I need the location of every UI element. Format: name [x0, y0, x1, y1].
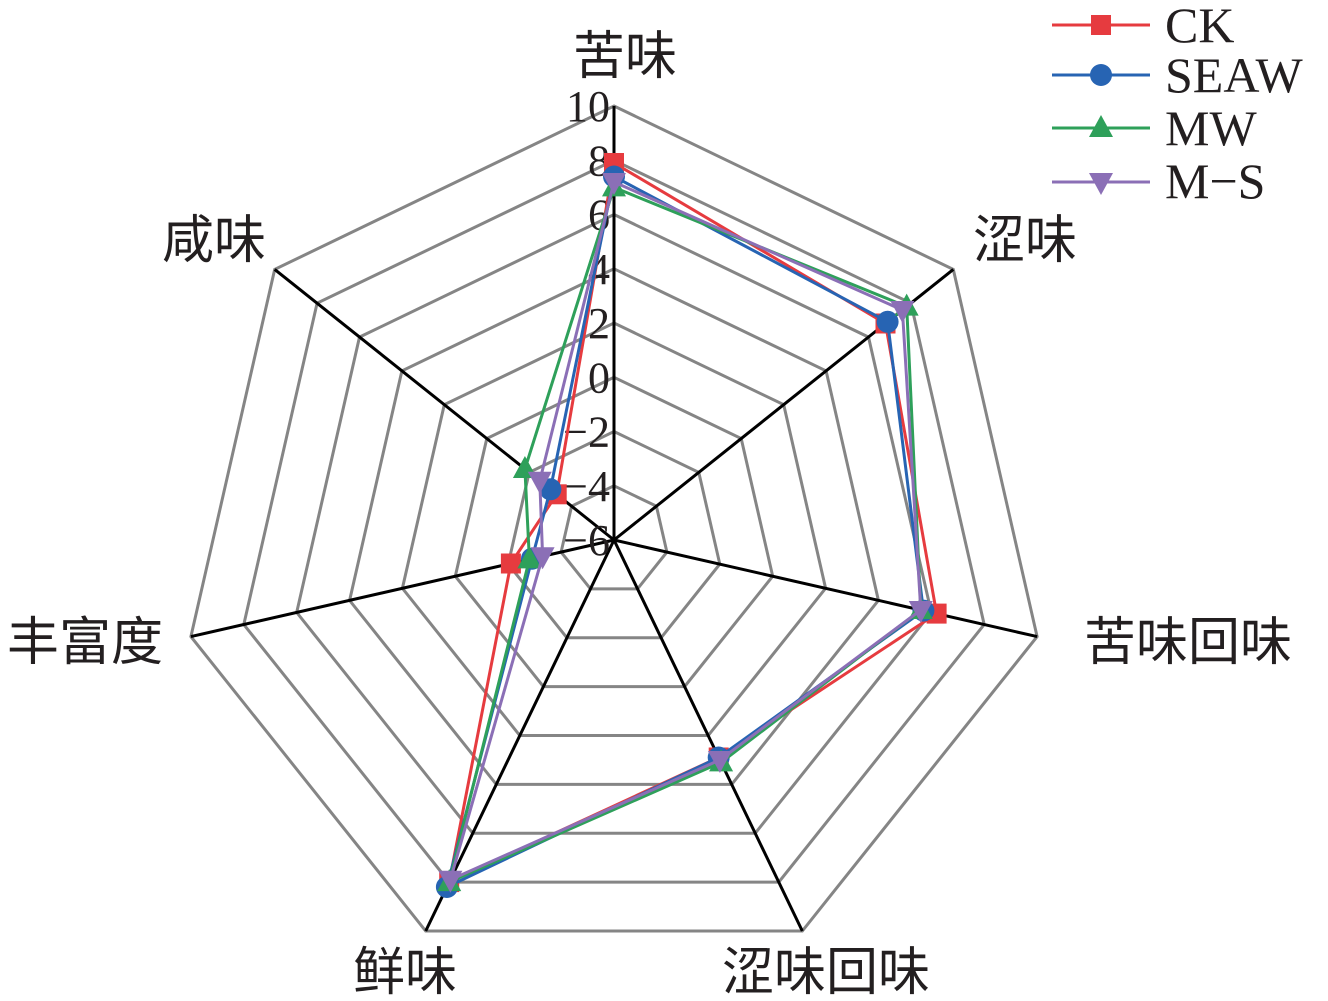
data-point	[602, 172, 626, 195]
legend-item-seaw: SEAW	[1052, 47, 1303, 103]
axis-label-bitter-aftertaste: 苦味回味	[1084, 613, 1292, 673]
legend-marker-ck	[1091, 15, 1111, 35]
legend-item-mw: MW	[1052, 100, 1257, 156]
axis-spoke	[612, 539, 804, 932]
data-point	[908, 601, 933, 624]
legend-marker-mw	[1089, 115, 1113, 137]
series-ck	[439, 153, 947, 893]
legend-marker-seaw	[1090, 64, 1112, 86]
tick-label: −6	[563, 516, 610, 565]
legend-label-m-s: M−S	[1165, 153, 1265, 209]
series-seaw	[435, 165, 935, 898]
grid-ring	[189, 104, 1039, 933]
axis-label-astringency: 涩味	[973, 211, 1077, 271]
data-point	[530, 547, 555, 570]
axis-label-richness: 丰富度	[7, 613, 163, 673]
legend-marker-m-s	[1089, 173, 1113, 195]
legend-label-ck: CK	[1165, 0, 1234, 53]
radar-grid	[189, 104, 1039, 933]
data-point	[876, 310, 899, 333]
grid-ring	[559, 484, 669, 591]
data-point	[890, 300, 915, 323]
data-point	[707, 750, 732, 773]
radar-series	[435, 153, 947, 898]
grid-ring	[242, 158, 986, 884]
grid-ring	[453, 375, 775, 689]
tick-label: 10	[566, 82, 610, 131]
axis-spoke	[424, 539, 616, 932]
legend-label-mw: MW	[1165, 100, 1257, 156]
data-point	[527, 471, 552, 494]
grid-ring	[400, 321, 828, 737]
axis-label-saltiness: 咸味	[162, 211, 266, 271]
legend: CK SEAW MW M−S	[1052, 0, 1303, 209]
series-line	[447, 185, 923, 884]
grid-ring	[347, 267, 881, 786]
legend-item-ck: CK	[1052, 0, 1234, 53]
tick-label: 0	[588, 353, 610, 402]
axis-label-bitterness: 苦味	[573, 27, 677, 87]
data-point	[438, 870, 463, 893]
axis-labels: 苦味 涩味 苦味回味 涩味回味 鲜味 丰富度 咸味	[7, 27, 1292, 1001]
tick-label: −4	[563, 462, 610, 511]
series-line	[448, 180, 923, 882]
data-point	[517, 546, 542, 569]
axis-spoke	[613, 538, 1038, 639]
legend-label-seaw: SEAW	[1165, 47, 1303, 103]
legend-item-m-s: M−S	[1052, 153, 1265, 209]
tick-label: 2	[588, 299, 610, 348]
data-point	[500, 553, 521, 574]
grid-ring	[295, 212, 933, 835]
axis-label-umami: 鲜味	[353, 943, 457, 1001]
axis-label-astringent-aftertaste: 涩味回味	[722, 943, 930, 1001]
series-m-s	[438, 172, 933, 893]
